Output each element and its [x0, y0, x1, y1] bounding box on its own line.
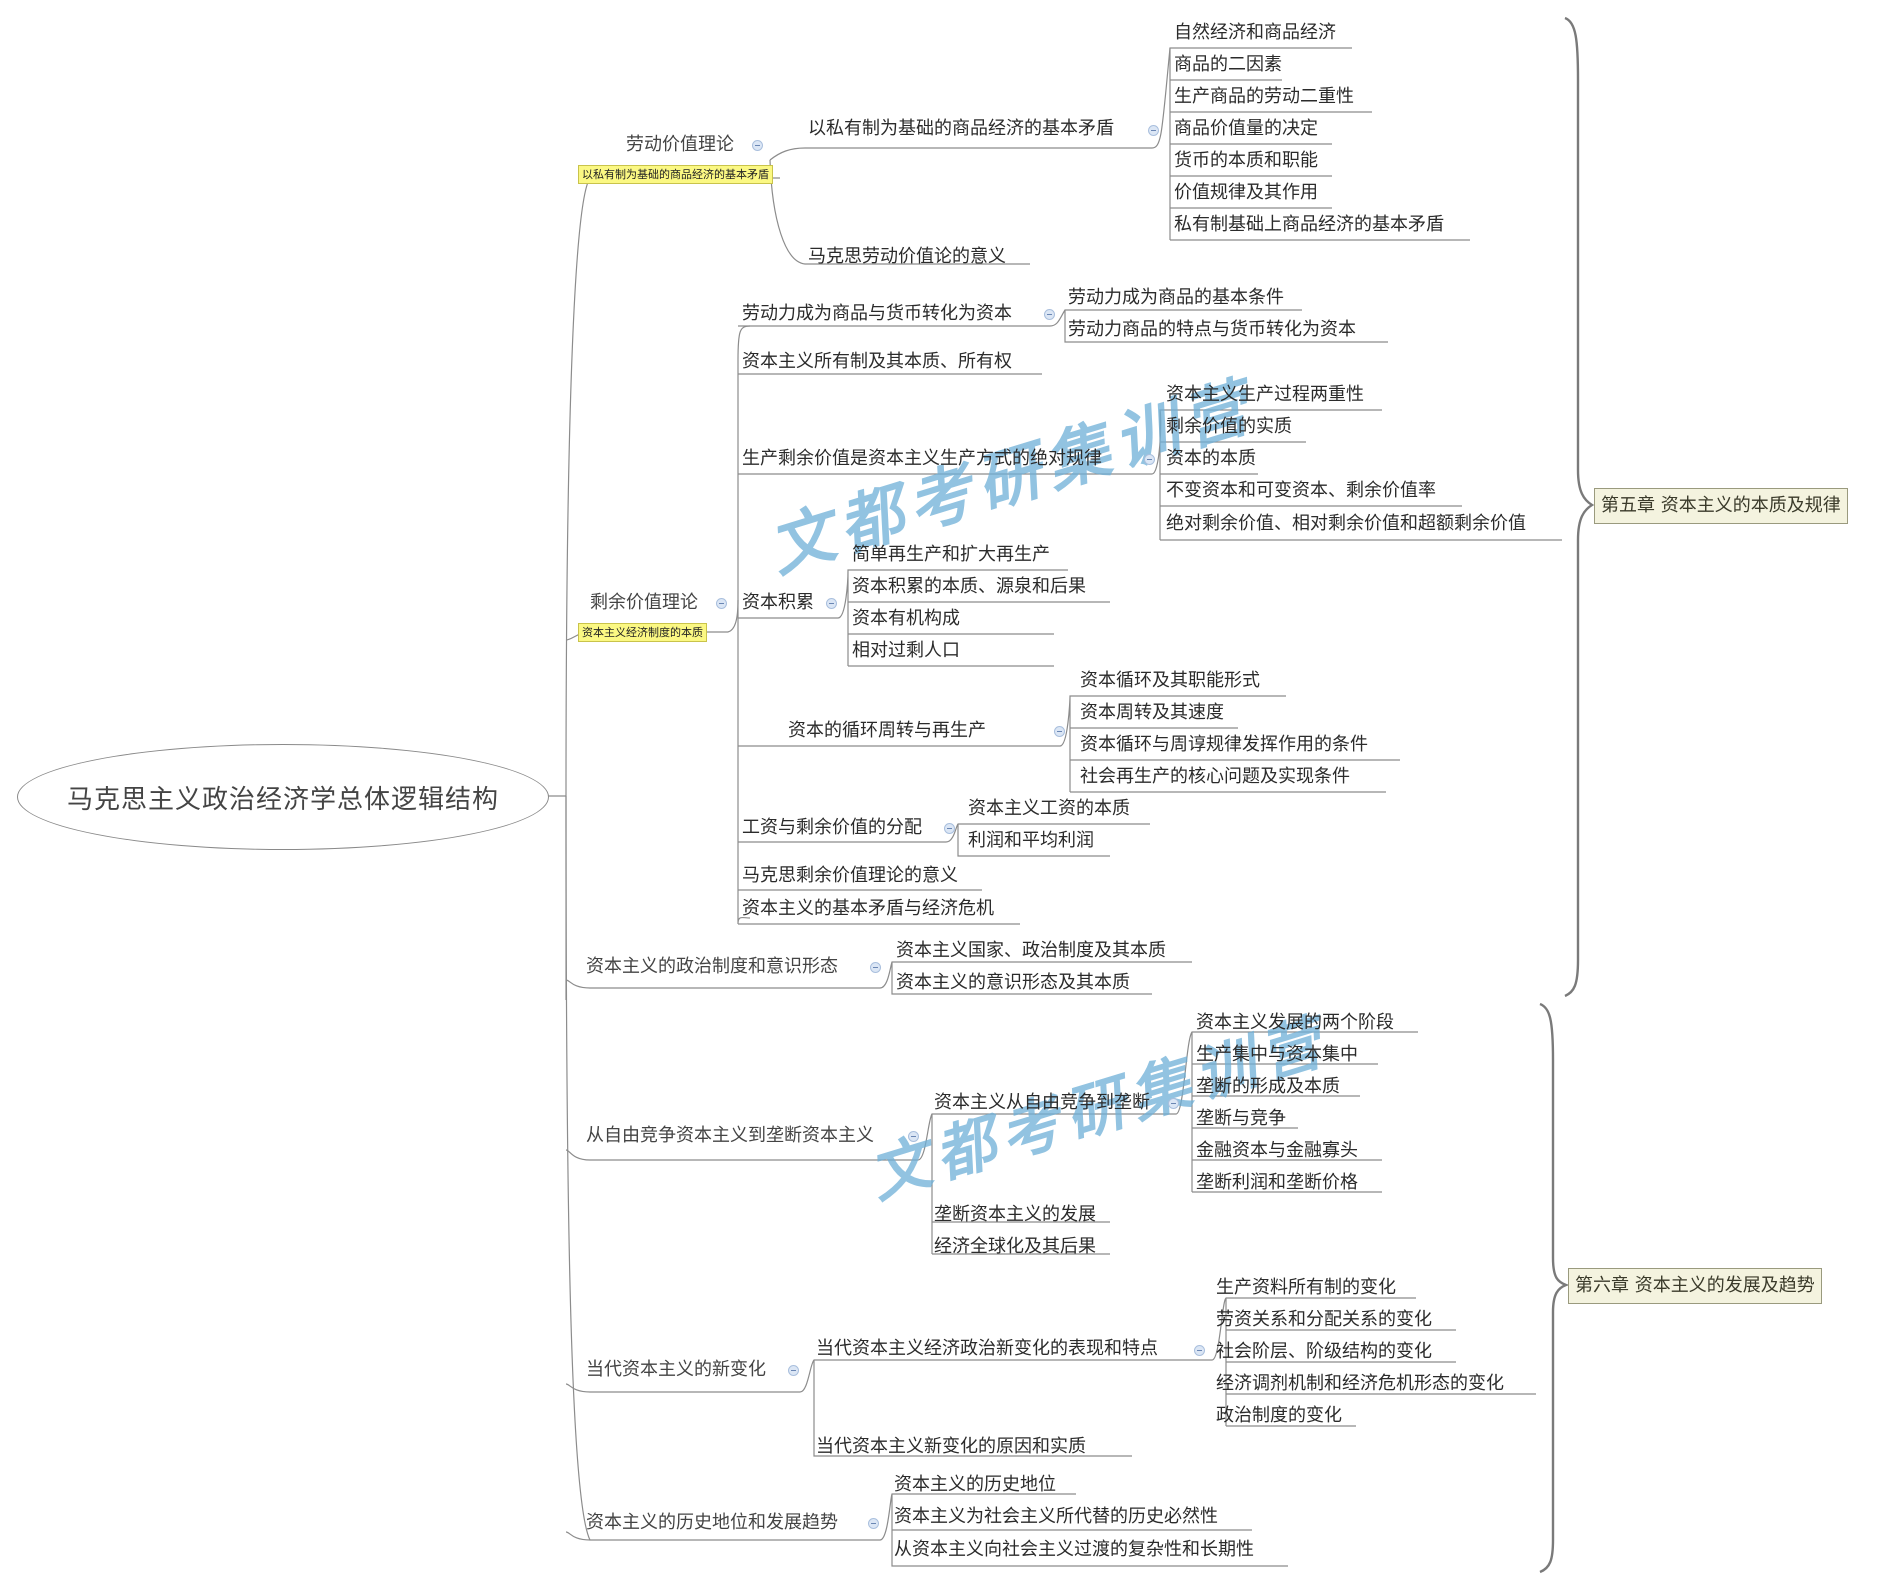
topic-labor-value-theory[interactable]: 劳动价值理论 [626, 134, 734, 155]
topic-free-competition-to-monopoly[interactable]: 从自由竞争资本主义到垄断资本主义 [586, 1125, 874, 1146]
subtopic[interactable]: 马克思劳动价值论的意义 [808, 246, 1006, 267]
collapse-icon[interactable] [1148, 125, 1159, 136]
leaf[interactable]: 资本主义发展的两个阶段 [1196, 1012, 1394, 1033]
leaf[interactable]: 资本主义国家、政治制度及其本质 [896, 940, 1166, 961]
leaf[interactable]: 金融资本与金融寡头 [1196, 1140, 1358, 1161]
topic-surplus-value-theory[interactable]: 剩余价值理论 [590, 592, 698, 613]
leaf[interactable]: 社会再生产的核心问题及实现条件 [1080, 766, 1350, 787]
leaf[interactable]: 资本主义生产过程两重性 [1166, 384, 1364, 405]
leaf[interactable]: 相对过剩人口 [852, 640, 960, 661]
collapse-icon[interactable] [868, 1518, 879, 1529]
leaf[interactable]: 自然经济和商品经济 [1174, 22, 1336, 43]
leaf[interactable]: 垄断的形成及本质 [1196, 1076, 1340, 1097]
collapse-icon[interactable] [944, 823, 955, 834]
leaf[interactable]: 资本循环及其职能形式 [1080, 670, 1260, 691]
leaf[interactable]: 不变资本和可变资本、剩余价值率 [1166, 480, 1436, 501]
leaf[interactable]: 简单再生产和扩大再生产 [852, 544, 1050, 565]
topic-note: 以私有制为基础的商品经济的基本矛盾 [578, 165, 773, 184]
leaf[interactable]: 商品价值量的决定 [1174, 118, 1318, 139]
leaf[interactable]: 商品的二因素 [1174, 54, 1282, 75]
leaf[interactable]: 利润和平均利润 [968, 830, 1094, 851]
collapse-icon[interactable] [908, 1131, 919, 1142]
topic-historical-status-trend[interactable]: 资本主义的历史地位和发展趋势 [586, 1512, 838, 1533]
subtopic[interactable]: 工资与剩余价值的分配 [742, 817, 922, 838]
leaf[interactable]: 资本循环与周谆规律发挥作用的条件 [1080, 734, 1368, 755]
collapse-icon[interactable] [1168, 1098, 1179, 1109]
leaf[interactable]: 资本主义工资的本质 [968, 798, 1130, 819]
subtopic[interactable]: 生产剩余价值是资本主义生产方式的绝对规律 [742, 448, 1102, 469]
leaf[interactable]: 垄断与竞争 [1196, 1108, 1286, 1129]
leaf[interactable]: 资本周转及其速度 [1080, 702, 1224, 723]
leaf[interactable]: 生产集中与资本集中 [1196, 1044, 1358, 1065]
subtopic[interactable]: 资本主义的基本矛盾与经济危机 [742, 898, 994, 919]
leaf[interactable]: 资本主义的历史地位 [894, 1474, 1056, 1495]
leaf[interactable]: 从资本主义向社会主义过渡的复杂性和长期性 [894, 1539, 1254, 1560]
collapse-icon[interactable] [1194, 1345, 1205, 1356]
subtopic[interactable]: 垄断资本主义的发展 [934, 1204, 1096, 1225]
leaf[interactable]: 货币的本质和职能 [1174, 150, 1318, 171]
topic-political-system-ideology[interactable]: 资本主义的政治制度和意识形态 [586, 956, 838, 977]
leaf[interactable]: 绝对剩余价值、相对剩余价值和超额剩余价值 [1166, 513, 1526, 534]
leaf[interactable]: 生产商品的劳动二重性 [1174, 86, 1354, 107]
subtopic[interactable]: 劳动力成为商品与货币转化为资本 [742, 303, 1012, 324]
leaf[interactable]: 资本的本质 [1166, 448, 1256, 469]
collapse-icon[interactable] [716, 598, 727, 609]
leaf[interactable]: 资本主义为社会主义所代替的历史必然性 [894, 1506, 1218, 1527]
leaf[interactable]: 私有制基础上商品经济的基本矛盾 [1174, 214, 1444, 235]
subtopic[interactable]: 资本主义所有制及其本质、所有权 [742, 351, 1012, 372]
subtopic[interactable]: 以私有制为基础的商品经济的基本矛盾 [808, 118, 1114, 139]
topic-contemporary-capitalism-changes[interactable]: 当代资本主义的新变化 [586, 1359, 766, 1380]
leaf[interactable]: 政治制度的变化 [1216, 1405, 1342, 1426]
collapse-icon[interactable] [826, 598, 837, 609]
leaf[interactable]: 资本积累的本质、源泉和后果 [852, 576, 1086, 597]
collapse-icon[interactable] [752, 140, 763, 151]
leaf[interactable]: 社会阶层、阶级结构的变化 [1216, 1341, 1432, 1362]
subtopic[interactable]: 当代资本主义新变化的原因和实质 [816, 1436, 1086, 1457]
subtopic[interactable]: 资本积累 [742, 592, 814, 613]
subtopic[interactable]: 经济全球化及其后果 [934, 1236, 1096, 1257]
leaf[interactable]: 生产资料所有制的变化 [1216, 1277, 1396, 1298]
leaf[interactable]: 价值规律及其作用 [1174, 182, 1318, 203]
subtopic[interactable]: 资本的循环周转与再生产 [788, 720, 986, 741]
collapse-icon[interactable] [788, 1365, 799, 1376]
leaf[interactable]: 劳资关系和分配关系的变化 [1216, 1309, 1432, 1330]
topic-note: 资本主义经济制度的本质 [578, 623, 707, 642]
subtopic[interactable]: 马克思剩余价值理论的意义 [742, 865, 958, 886]
subtopic[interactable]: 资本主义从自由竞争到垄断 [934, 1092, 1150, 1113]
subtopic[interactable]: 当代资本主义经济政治新变化的表现和特点 [816, 1338, 1158, 1359]
collapse-icon[interactable] [1044, 309, 1055, 320]
chapter-5-label[interactable]: 第五章 资本主义的本质及规律 [1594, 488, 1848, 524]
leaf[interactable]: 劳动力成为商品的基本条件 [1068, 287, 1284, 308]
collapse-icon[interactable] [1144, 454, 1155, 465]
leaf[interactable]: 资本主义的意识形态及其本质 [896, 972, 1130, 993]
collapse-icon[interactable] [870, 962, 881, 973]
root-topic[interactable]: 马克思主义政治经济学总体逻辑结构 [17, 744, 549, 850]
leaf[interactable]: 劳动力商品的特点与货币转化为资本 [1068, 319, 1356, 340]
leaf[interactable]: 资本有机构成 [852, 608, 960, 629]
leaf[interactable]: 经济调剂机制和经济危机形态的变化 [1216, 1373, 1504, 1394]
leaf[interactable]: 垄断利润和垄断价格 [1196, 1172, 1358, 1193]
leaf[interactable]: 剩余价值的实质 [1166, 416, 1292, 437]
collapse-icon[interactable] [1054, 726, 1065, 737]
chapter-6-label[interactable]: 第六章 资本主义的发展及趋势 [1568, 1268, 1822, 1304]
